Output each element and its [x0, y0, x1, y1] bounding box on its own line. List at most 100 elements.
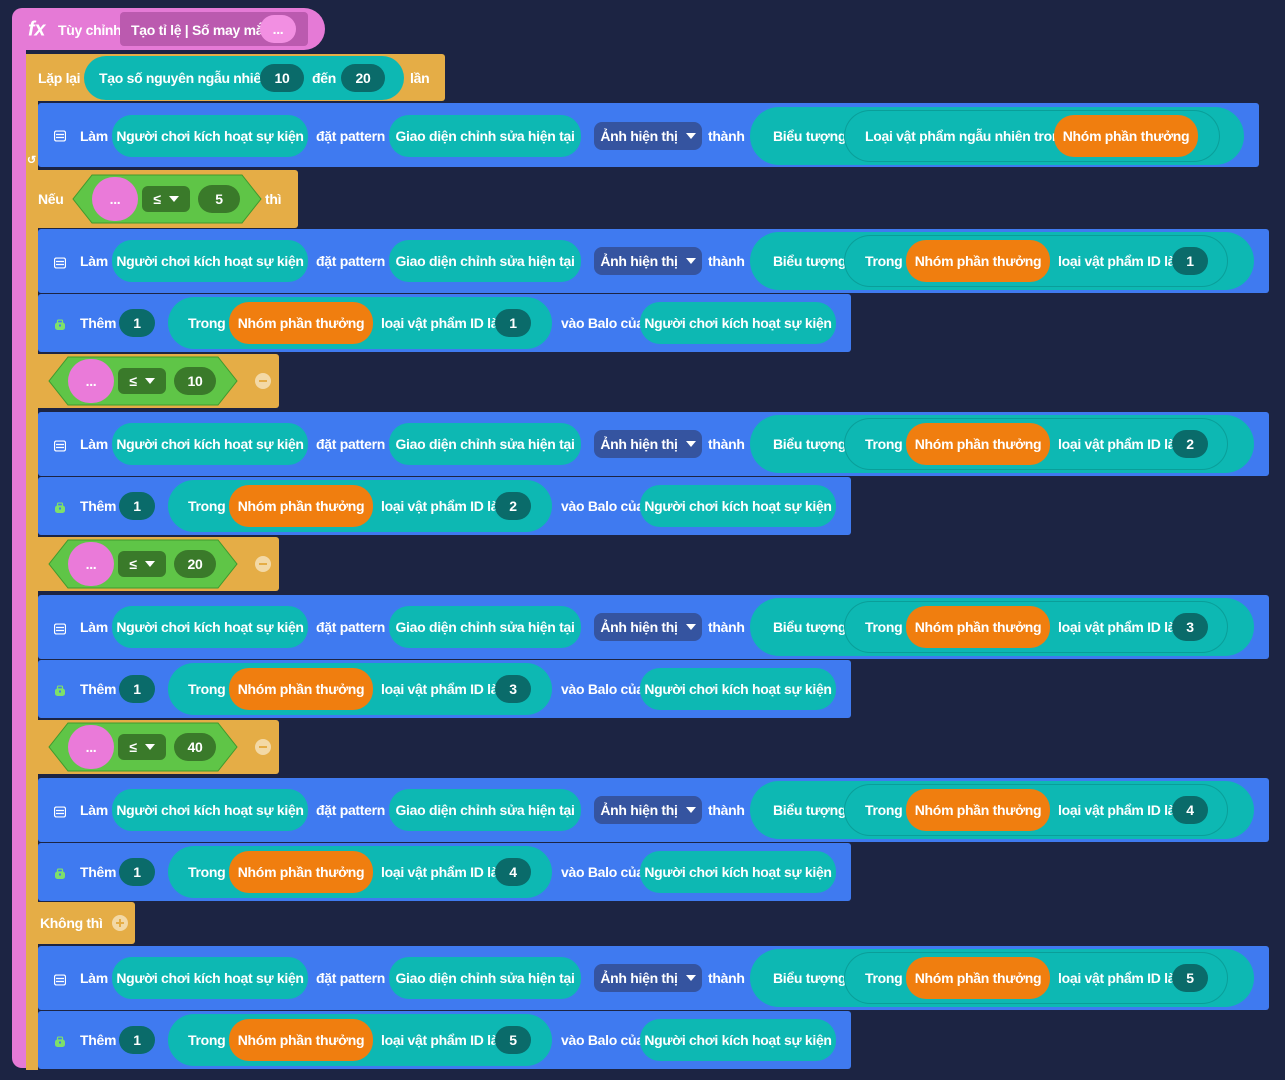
item-id-value[interactable]: 4 — [1172, 796, 1208, 824]
image-dropdown[interactable]: Ảnh hiện thị — [594, 796, 702, 824]
reward-group-block[interactable]: Nhóm phần thưởng — [906, 423, 1050, 465]
player-block[interactable]: Người chơi kích hoạt sự kiện — [640, 668, 836, 710]
ui-block[interactable]: Giao diện chỉnh sửa hiện tại — [389, 789, 581, 831]
do-label: Làm — [80, 619, 108, 635]
player-block[interactable]: Người chơi kích hoạt sự kiện — [112, 115, 308, 157]
quantity-input[interactable]: 1 — [119, 1026, 155, 1054]
chevron-down-icon — [685, 258, 696, 264]
loop-arrow-icon: ↺ — [27, 154, 36, 167]
ui-block[interactable]: Giao diện chỉnh sửa hiện tại — [389, 115, 581, 157]
reward-group-block[interactable]: Nhóm phần thưởng — [229, 1019, 373, 1061]
else-label: Không thì — [40, 915, 103, 931]
item-id-value[interactable]: 5 — [495, 1026, 531, 1054]
into-label: thành — [708, 802, 745, 818]
reward-group-block[interactable]: Nhóm phần thưởng — [229, 302, 373, 344]
reward-group-block[interactable]: Nhóm phần thưởng — [906, 606, 1050, 648]
operator-label: ≤ — [129, 739, 137, 755]
ui-block[interactable]: Giao diện chỉnh sửa hiện tại — [389, 423, 581, 465]
player-block[interactable]: Người chơi kích hoạt sự kiện — [640, 851, 836, 893]
ui-pattern-icon — [53, 973, 67, 986]
threshold-value[interactable]: 5 — [198, 185, 240, 213]
reward-group-block[interactable]: Nhóm phần thưởng — [906, 240, 1050, 282]
operator-dropdown[interactable]: ≤ — [118, 368, 166, 394]
compare-left-param[interactable]: ... — [68, 542, 114, 586]
set-pattern-label: đặt pattern — [316, 436, 386, 452]
remove-branch-icon[interactable] — [255, 739, 271, 755]
item-id-value[interactable]: 5 — [1172, 964, 1208, 992]
threshold-value[interactable]: 10 — [174, 367, 216, 395]
item-id-label: loại vật phẩm ID là — [1058, 970, 1176, 986]
random-to-input[interactable]: 20 — [341, 64, 385, 92]
set-pattern-label: đặt pattern — [316, 970, 386, 986]
image-dropdown[interactable]: Ảnh hiện thị — [594, 247, 702, 275]
function-param[interactable]: ... — [260, 15, 296, 43]
item-id-value[interactable]: 2 — [1172, 430, 1208, 458]
bag-icon — [54, 501, 66, 513]
in-label: Trong — [188, 681, 226, 697]
remove-branch-icon[interactable] — [255, 556, 271, 572]
do-label: Làm — [80, 970, 108, 986]
into-label: thành — [708, 970, 745, 986]
ui-block[interactable]: Giao diện chỉnh sửa hiện tại — [389, 606, 581, 648]
item-id-value[interactable]: 1 — [1172, 247, 1208, 275]
player-block[interactable]: Người chơi kích hoạt sự kiện — [112, 789, 308, 831]
custom-label: Tùy chỉnh — [58, 22, 122, 38]
image-dropdown[interactable]: Ảnh hiện thị — [594, 964, 702, 992]
ui-block[interactable]: Giao diện chỉnh sửa hiện tại — [389, 240, 581, 282]
icon-word-label: Biểu tượng — [773, 970, 847, 986]
reward-group-block[interactable]: Nhóm phần thưởng — [229, 668, 373, 710]
into-bag-label: vào Balo của — [561, 681, 644, 697]
quantity-input[interactable]: 1 — [119, 858, 155, 886]
compare-left-param[interactable]: ... — [92, 177, 138, 221]
into-label: thành — [708, 436, 745, 452]
quantity-input[interactable]: 1 — [119, 675, 155, 703]
item-id-value[interactable]: 4 — [495, 858, 531, 886]
item-id-label: loại vật phẩm ID là — [1058, 436, 1176, 452]
item-id-value[interactable]: 3 — [1172, 613, 1208, 641]
player-block[interactable]: Người chơi kích hoạt sự kiện — [112, 957, 308, 999]
image-dropdown[interactable]: Ảnh hiện thị — [594, 613, 702, 641]
image-dropdown[interactable]: Ảnh hiện thị — [594, 430, 702, 458]
reward-group-block[interactable]: Nhóm phần thưởng — [229, 485, 373, 527]
operator-dropdown[interactable]: ≤ — [142, 186, 190, 212]
reward-group-block[interactable]: Nhóm phần thưởng — [229, 851, 373, 893]
reward-group-block[interactable]: Nhóm phần thưởng — [906, 789, 1050, 831]
random-from-input[interactable]: 10 — [260, 64, 304, 92]
into-label: thành — [708, 253, 745, 269]
player-block[interactable]: Người chơi kích hoạt sự kiện — [640, 1019, 836, 1061]
player-block[interactable]: Người chơi kích hoạt sự kiện — [640, 302, 836, 344]
player-block[interactable]: Người chơi kích hoạt sự kiện — [112, 240, 308, 282]
reward-group-block[interactable]: Nhóm phần thưởng — [1054, 115, 1198, 157]
chevron-down-icon — [144, 744, 155, 750]
do-label: Làm — [80, 436, 108, 452]
item-id-value[interactable]: 3 — [495, 675, 531, 703]
remove-branch-icon[interactable] — [255, 373, 271, 389]
item-id-value[interactable]: 2 — [495, 492, 531, 520]
operator-dropdown[interactable]: ≤ — [118, 734, 166, 760]
player-block[interactable]: Người chơi kích hoạt sự kiện — [640, 485, 836, 527]
item-id-label: loại vật phẩm ID là — [381, 681, 499, 697]
quantity-input[interactable]: 1 — [119, 492, 155, 520]
chevron-down-icon — [168, 196, 179, 202]
if-label: Nếu — [38, 191, 64, 207]
times-label: lần — [410, 70, 430, 86]
do-label: Làm — [80, 128, 108, 144]
image-dropdown[interactable]: Ảnh hiện thị — [594, 122, 702, 150]
compare-left-param[interactable]: ... — [68, 725, 114, 769]
operator-label: ≤ — [129, 373, 137, 389]
in-label: Trong — [188, 498, 226, 514]
operator-dropdown[interactable]: ≤ — [118, 551, 166, 577]
threshold-value[interactable]: 40 — [174, 733, 216, 761]
player-block[interactable]: Người chơi kích hoạt sự kiện — [112, 606, 308, 648]
reward-group-block[interactable]: Nhóm phần thưởng — [906, 957, 1050, 999]
player-block[interactable]: Người chơi kích hoạt sự kiện — [112, 423, 308, 465]
ui-block[interactable]: Giao diện chỉnh sửa hiện tại — [389, 957, 581, 999]
quantity-input[interactable]: 1 — [119, 309, 155, 337]
compare-left-param[interactable]: ... — [68, 359, 114, 403]
operator-label: ≤ — [129, 556, 137, 572]
random-to-label: đến — [312, 70, 336, 86]
threshold-value[interactable]: 20 — [174, 550, 216, 578]
add-branch-icon[interactable] — [112, 915, 128, 931]
item-id-value[interactable]: 1 — [495, 309, 531, 337]
if-block-footer — [26, 1066, 38, 1070]
